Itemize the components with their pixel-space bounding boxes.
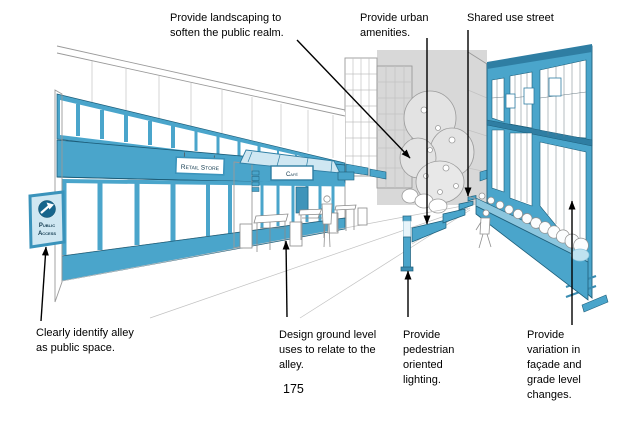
annotation-shared-use-street: Shared use street	[467, 12, 554, 24]
street-benches	[411, 195, 477, 243]
arrow-public-space	[40, 246, 49, 322]
wall-vents	[251, 170, 260, 192]
annotation-ground-level: Design ground level uses to relate to th…	[279, 329, 377, 371]
annotation-landscaping: Provide landscaping to soften the public…	[170, 12, 284, 39]
left-building: Retail Store	[54, 45, 387, 303]
pedestrians	[317, 195, 492, 249]
right-building	[486, 44, 609, 313]
arrow-ground-level	[282, 240, 290, 318]
svg-text:Café: Café	[286, 172, 298, 178]
cafe-seating	[239, 204, 368, 252]
public-access-sign: Public Access	[28, 190, 66, 249]
annotation-facade-variation: Provide variation in façade and grade le…	[527, 329, 582, 401]
svg-text:Retail Store: Retail Store	[181, 164, 220, 172]
svg-text:Public: Public	[39, 223, 55, 229]
svg-text:Access: Access	[38, 231, 56, 237]
cafe-sign: Café	[270, 165, 314, 181]
annotation-lighting: Provide pedestrian oriented lighting.	[403, 329, 455, 386]
street-planter	[475, 192, 590, 301]
annotation-arrows	[40, 30, 576, 325]
annotation-public-space: Clearly identify alley as public space.	[36, 327, 134, 354]
annotation-urban-amenities: Provide urban amenities.	[360, 12, 429, 39]
cafe-door	[295, 186, 309, 214]
pedestrian-light	[400, 215, 414, 272]
far-awnings	[337, 163, 387, 181]
page-number: 175	[283, 382, 304, 396]
street-trees	[399, 90, 475, 214]
retail-store-sign: Retail Store	[174, 152, 226, 176]
arrow-landscaping	[296, 39, 411, 159]
